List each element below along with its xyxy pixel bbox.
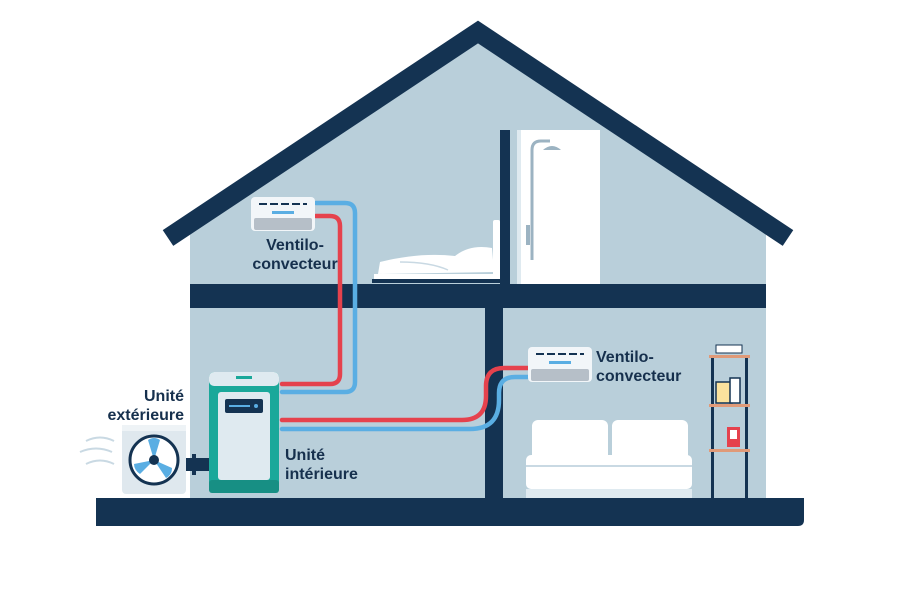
lower-wall-divider <box>485 307 503 498</box>
shower-icon <box>517 130 600 284</box>
indoor-unit-label-line1: Unité <box>285 447 325 464</box>
indoor-unit-label-line2: intérieure <box>285 466 358 483</box>
fancoil-right-label-line1: Ventilo- <box>596 349 654 366</box>
outdoor-unit-label-line2: extérieure <box>107 407 185 424</box>
fancoil-right-label-line2: convecteur <box>596 368 682 385</box>
fan-icon <box>128 434 180 486</box>
ground <box>96 498 804 526</box>
fancoil-icon <box>251 197 315 231</box>
upper-wall-divider <box>500 130 510 285</box>
floor-slab <box>190 284 766 308</box>
bed-icon <box>372 220 502 283</box>
fancoil-top-label-line1: Ventilo- <box>266 237 324 254</box>
roof <box>162 20 794 246</box>
fancoil-right-label: Ventilo- convecteur <box>596 348 681 386</box>
indoor-unit-label: Unité intérieure <box>285 446 358 484</box>
indoor-unit-icon <box>209 372 279 493</box>
sofa-icon <box>526 420 692 498</box>
fancoil-top-label-line2: convecteur <box>252 256 338 273</box>
outdoor-unit-label: Unité extérieure <box>88 387 185 425</box>
fancoil-top-label: Ventilo- convecteur <box>250 236 340 274</box>
fancoil-icon <box>528 347 592 382</box>
outdoor-unit-icon <box>79 425 186 494</box>
outdoor-unit-label-line1: Unité <box>144 388 184 405</box>
shelf-icon <box>709 344 750 498</box>
pipes <box>279 200 531 432</box>
unit-connector <box>181 454 215 475</box>
